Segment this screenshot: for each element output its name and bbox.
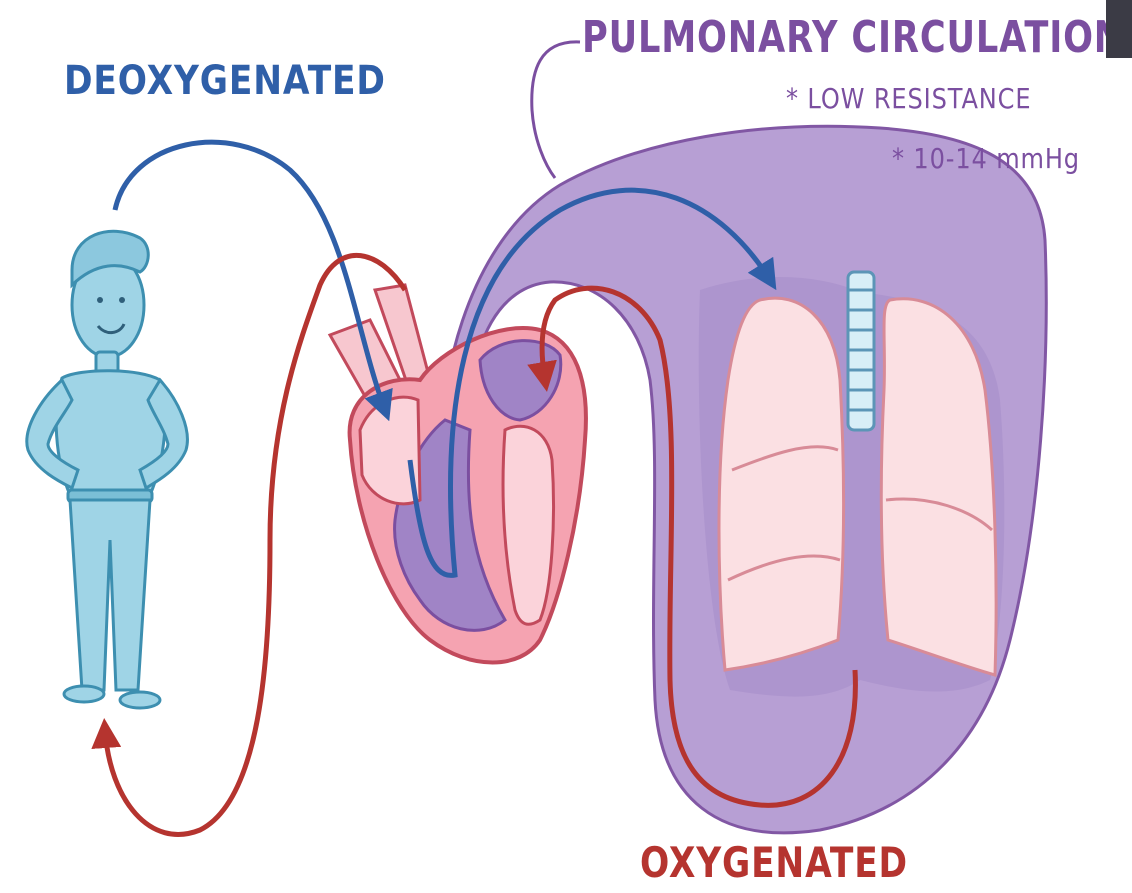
video-overlay-tab[interactable]	[1106, 0, 1132, 58]
oxygenated-label: OXYGENATED	[640, 838, 908, 887]
pulmonary-circulation-title: PULMONARY CIRCULATION	[582, 12, 1124, 63]
person-figure	[27, 231, 188, 708]
deoxygenated-arrow-body-to-heart	[115, 142, 385, 410]
low-resistance-note: * LOW RESISTANCE	[786, 82, 1031, 115]
trachea-illustration	[848, 272, 874, 430]
pulmonary-label-leader	[532, 42, 580, 178]
pressure-note: * 10-14 mmHg	[892, 142, 1080, 175]
deoxygenated-label: DEOXYGENATED	[64, 58, 386, 104]
